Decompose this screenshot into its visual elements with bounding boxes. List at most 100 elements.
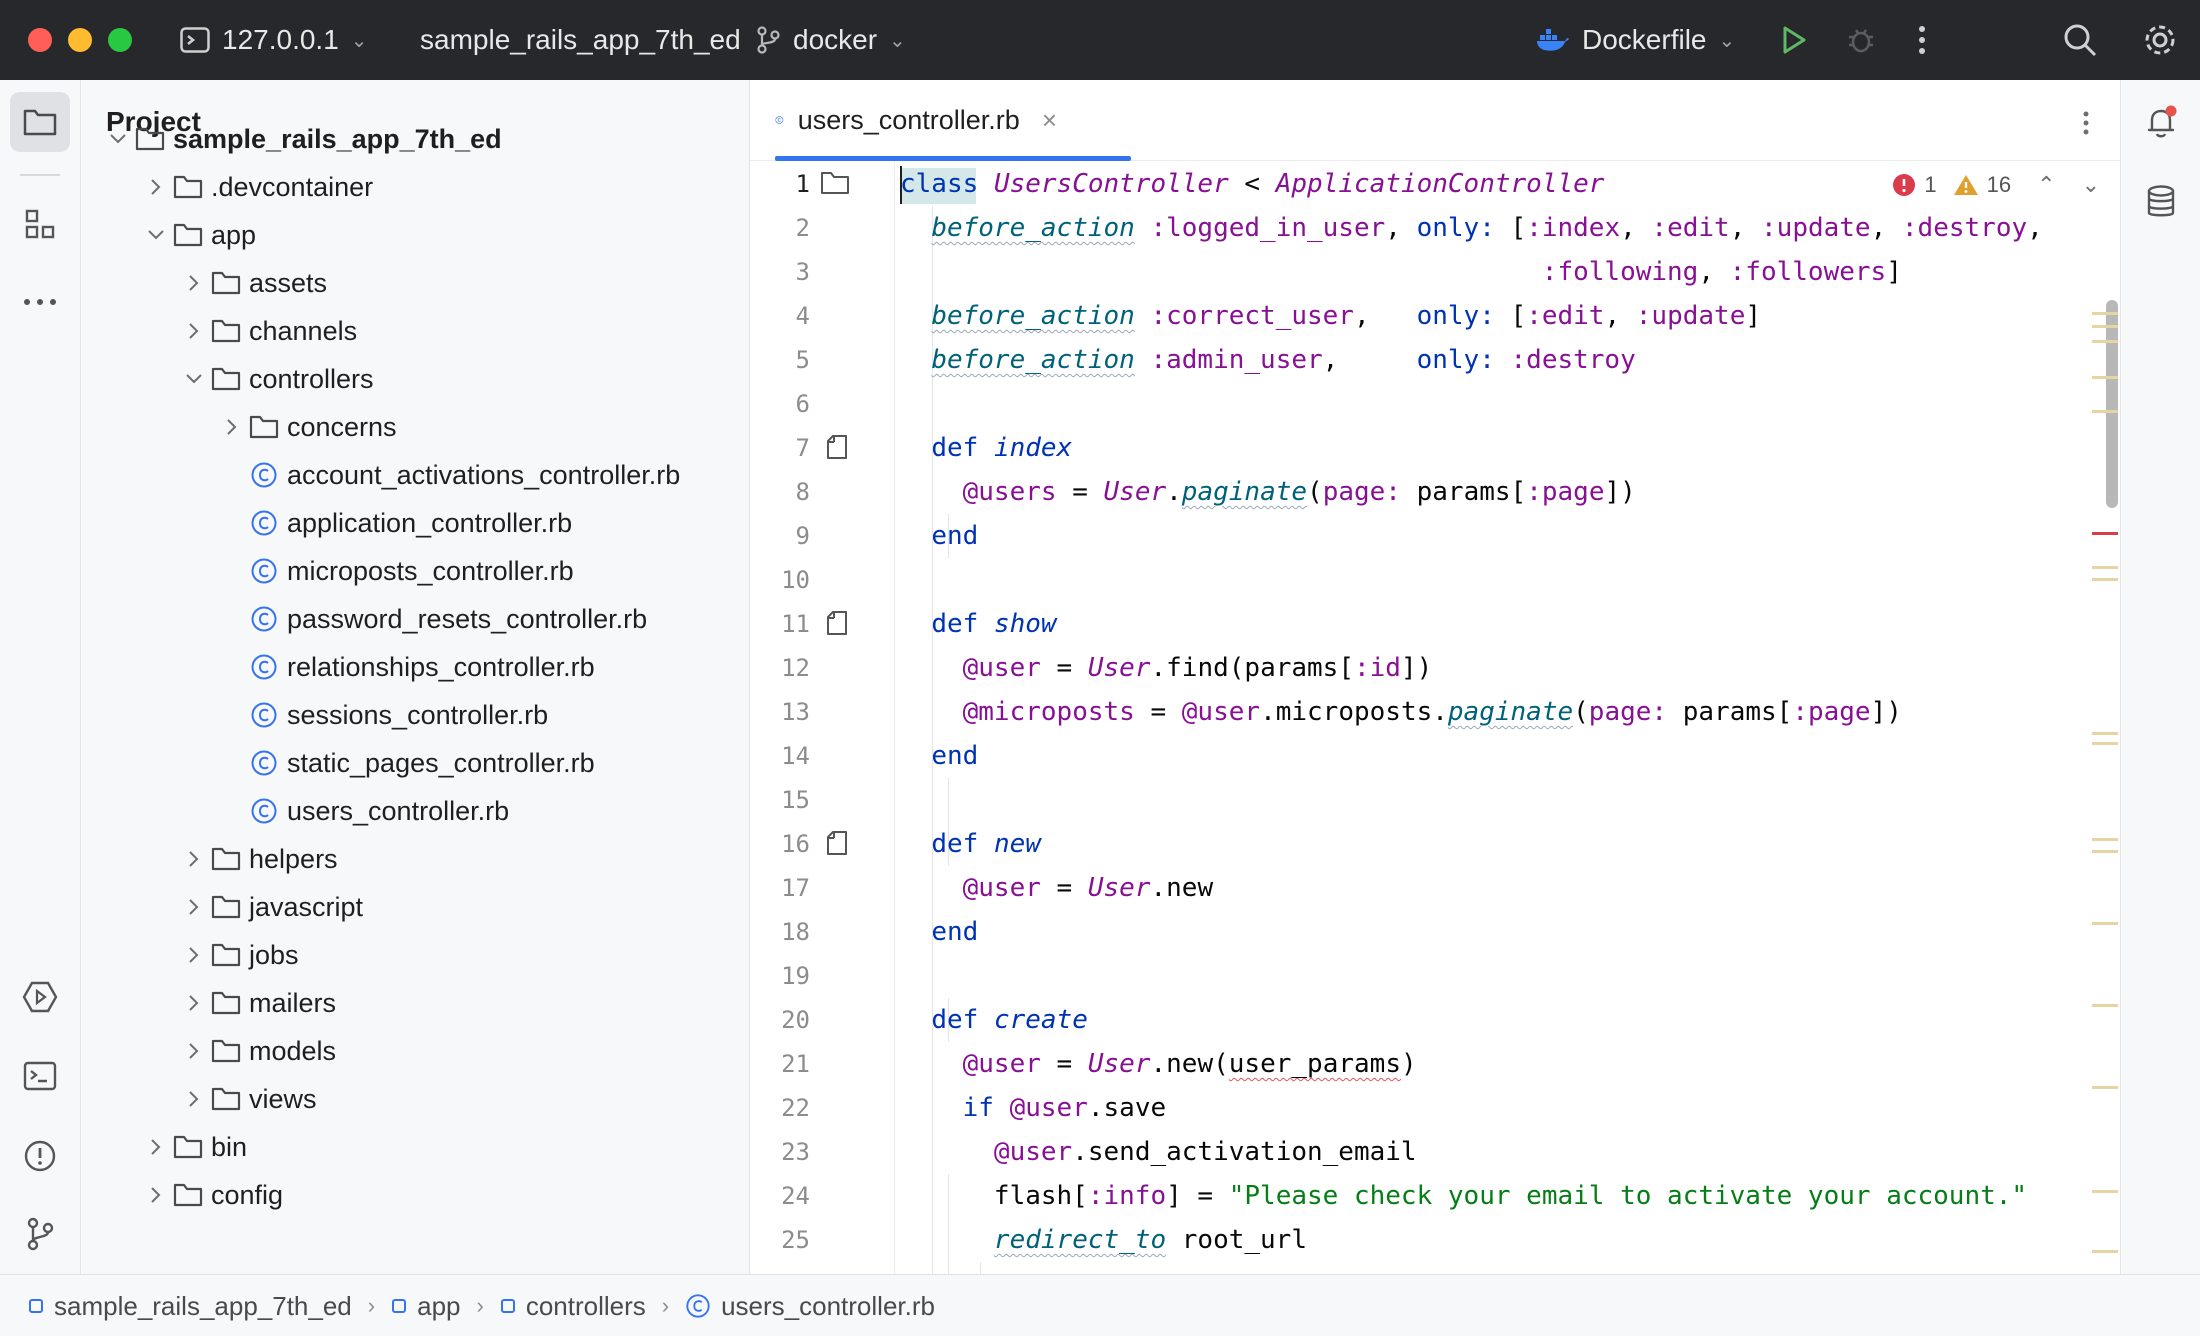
error-marker[interactable]: [2092, 532, 2118, 535]
chevron-down-icon[interactable]: [103, 133, 133, 145]
warning-marker[interactable]: [2092, 1004, 2118, 1007]
chevron-right-icon[interactable]: [141, 1138, 171, 1156]
tree-folder[interactable]: bin: [141, 1123, 247, 1171]
problems-tool-button[interactable]: [10, 1126, 70, 1186]
chevron-right-icon[interactable]: [179, 994, 209, 1012]
tree-folder[interactable]: helpers: [179, 835, 338, 883]
chevron-right-icon[interactable]: [179, 946, 209, 964]
folder-icon: [209, 892, 243, 922]
warning-marker[interactable]: [2092, 838, 2118, 841]
tree-folder[interactable]: sample_rails_app_7th_ed: [103, 115, 502, 163]
terminal-tool-button[interactable]: [10, 1046, 70, 1106]
chevron-right-icon[interactable]: [179, 1042, 209, 1060]
breadcrumb-item[interactable]: sample_rails_app_7th_ed: [28, 1291, 352, 1322]
tree-file[interactable]: sessions_controller.rb: [217, 691, 548, 739]
tree-file[interactable]: microposts_controller.rb: [217, 547, 574, 595]
project-tool-button[interactable]: [10, 92, 70, 152]
breadcrumb-item[interactable]: users_controller.rb: [685, 1291, 935, 1322]
tree-folder[interactable]: assets: [179, 259, 327, 307]
chevron-up-icon[interactable]: ⌃: [2037, 172, 2056, 197]
more-tools-button[interactable]: [10, 272, 70, 332]
run-icon[interactable]: [1780, 25, 1808, 55]
chevron-down-icon[interactable]: ⌄: [2081, 172, 2100, 197]
settings-icon[interactable]: [2142, 22, 2178, 58]
method-gutter-icon[interactable]: [826, 610, 848, 641]
tree-folder[interactable]: javascript: [179, 883, 363, 931]
code-token: before_action: [931, 345, 1135, 375]
tree-folder[interactable]: models: [179, 1027, 336, 1075]
tree-file[interactable]: users_controller.rb: [217, 787, 509, 835]
maximize-window-button[interactable]: [108, 28, 132, 52]
chevron-right-icon[interactable]: [141, 178, 171, 196]
chevron-down-icon[interactable]: [179, 373, 209, 385]
inspections-widget[interactable]: 1 16 ⌃ ⌄: [1892, 172, 2100, 198]
code-token: ,: [1729, 213, 1762, 243]
project-name[interactable]: sample_rails_app_7th_ed: [420, 24, 741, 55]
scrollbar-thumb[interactable]: [2106, 300, 2118, 508]
tree-file[interactable]: password_resets_controller.rb: [217, 595, 647, 643]
warning-marker[interactable]: [2092, 1190, 2118, 1193]
chevron-right-icon[interactable]: [141, 1186, 171, 1204]
tree-folder[interactable]: controllers: [179, 355, 374, 403]
warning-marker[interactable]: [2092, 922, 2118, 925]
more-icon[interactable]: [1917, 24, 1927, 56]
tree-folder[interactable]: mailers: [179, 979, 336, 1027]
minimize-window-button[interactable]: [68, 28, 92, 52]
warning-marker[interactable]: [2092, 340, 2118, 343]
tree-folder[interactable]: app: [141, 211, 256, 259]
search-icon[interactable]: [2062, 22, 2098, 58]
code-token: [1495, 345, 1511, 375]
code-area[interactable]: class UsersController < ApplicationContr…: [900, 162, 2100, 1274]
tab-users-controller[interactable]: users_controller.rb ×: [775, 80, 1131, 161]
branch-selector[interactable]: docker ⌄: [755, 18, 906, 62]
git-tool-button[interactable]: [10, 1204, 70, 1264]
breadcrumb-item[interactable]: controllers: [500, 1291, 646, 1322]
chevron-right-icon[interactable]: [179, 1090, 209, 1108]
warning-marker[interactable]: [2092, 850, 2118, 853]
close-icon[interactable]: ×: [1041, 104, 1057, 135]
code-token: params[: [1400, 477, 1527, 507]
tree-file[interactable]: relationships_controller.rb: [217, 643, 595, 691]
structure-tool-button[interactable]: [10, 194, 70, 254]
tree-folder[interactable]: .devcontainer: [141, 163, 373, 211]
warning-marker[interactable]: [2092, 1086, 2118, 1089]
tree-folder[interactable]: config: [141, 1171, 283, 1219]
database-button[interactable]: [2131, 172, 2191, 232]
chevron-right-icon[interactable]: [179, 898, 209, 916]
tree-folder[interactable]: channels: [179, 307, 357, 355]
chevron-right-icon[interactable]: [179, 274, 209, 292]
error-stripe[interactable]: [2092, 162, 2120, 1274]
chevron-right-icon[interactable]: [179, 850, 209, 868]
tree-file[interactable]: static_pages_controller.rb: [217, 739, 595, 787]
notifications-button[interactable]: [2131, 92, 2191, 152]
tree-file[interactable]: account_activations_controller.rb: [217, 451, 680, 499]
debug-icon[interactable]: [1846, 25, 1876, 55]
services-tool-button[interactable]: [10, 967, 70, 1027]
run-config-selector[interactable]: Dockerfile ⌄: [1536, 18, 1735, 62]
close-window-button[interactable]: [28, 28, 52, 52]
warning-marker[interactable]: [2092, 566, 2118, 569]
warning-marker[interactable]: [2092, 312, 2118, 315]
tree-file[interactable]: application_controller.rb: [217, 499, 572, 547]
chevron-right-icon[interactable]: [217, 418, 247, 436]
breadcrumb-item[interactable]: app: [391, 1291, 461, 1322]
warning-marker[interactable]: [2092, 578, 2118, 581]
tree-folder[interactable]: jobs: [179, 931, 299, 979]
warning-marker[interactable]: [2092, 1250, 2118, 1253]
warning-marker[interactable]: [2092, 376, 2118, 379]
warning-marker[interactable]: [2092, 325, 2118, 328]
warning-marker[interactable]: [2092, 410, 2118, 413]
current-word-highlight: [900, 168, 976, 204]
method-gutter-icon[interactable]: [826, 434, 848, 465]
host-selector[interactable]: 127.0.0.1 ⌄: [180, 18, 368, 62]
method-gutter-icon[interactable]: [826, 830, 848, 861]
chevron-down-icon[interactable]: [141, 229, 171, 241]
warning-marker[interactable]: [2092, 742, 2118, 745]
tree-folder[interactable]: views: [179, 1075, 317, 1123]
tree-folder[interactable]: concerns: [217, 403, 397, 451]
docker-icon: [1537, 29, 1569, 51]
chevron-right-icon[interactable]: [179, 322, 209, 340]
tab-actions-icon[interactable]: [2082, 110, 2090, 136]
class-hierarchy-gutter-icon[interactable]: [820, 170, 850, 201]
warning-marker[interactable]: [2092, 732, 2118, 735]
